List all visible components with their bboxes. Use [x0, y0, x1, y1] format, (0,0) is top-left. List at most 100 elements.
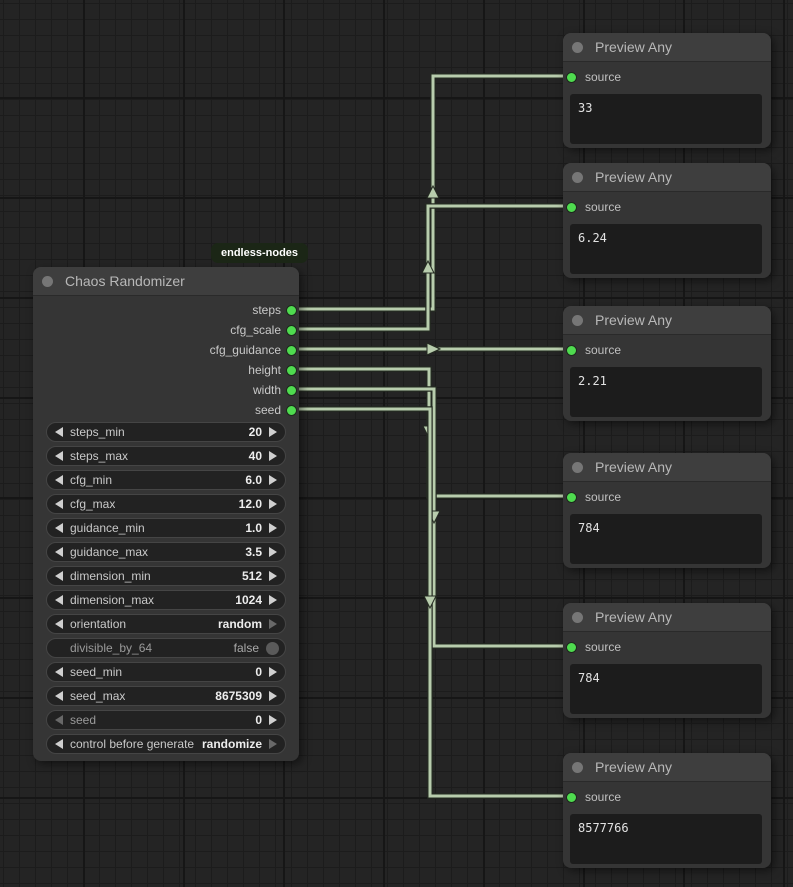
input-port-icon[interactable] — [566, 201, 577, 213]
widget-dimension-max[interactable]: dimension_max 1024 — [46, 590, 286, 610]
preview-value: 784 — [578, 671, 600, 685]
decrement-arrow-icon[interactable] — [55, 595, 63, 605]
input-port-icon[interactable] — [566, 344, 577, 356]
node-title-bar[interactable]: Preview Any — [563, 33, 771, 62]
node-title-bar[interactable]: Preview Any — [563, 603, 771, 632]
next-option-arrow-icon[interactable] — [269, 619, 277, 629]
node-title-bar[interactable]: Preview Any — [563, 163, 771, 192]
preview-any-node-2[interactable]: Preview Any source 6.24 — [563, 163, 771, 278]
preview-value-box[interactable]: 8577766 — [570, 814, 762, 864]
output-port-icon[interactable] — [286, 404, 297, 416]
node-title-bar[interactable]: Preview Any — [563, 753, 771, 782]
widget-dimension-min[interactable]: dimension_min 512 — [46, 566, 286, 586]
collapse-dot-icon[interactable] — [42, 275, 53, 287]
collapse-dot-icon[interactable] — [572, 41, 583, 53]
preview-value-box[interactable]: 784 — [570, 514, 762, 564]
increment-arrow-icon[interactable] — [269, 427, 277, 437]
widget-list: steps_min 20 steps_max 40 cfg_min 6.0 cf… — [33, 422, 299, 754]
input-port-icon[interactable] — [566, 71, 577, 83]
output-port-icon[interactable] — [286, 324, 297, 336]
collapse-dot-icon[interactable] — [572, 461, 583, 473]
widget-guidance-min[interactable]: guidance_min 1.0 — [46, 518, 286, 538]
decrement-arrow-icon[interactable] — [55, 475, 63, 485]
output-port-icon[interactable] — [286, 344, 297, 356]
preview-any-node-3[interactable]: Preview Any source 2.21 — [563, 306, 771, 421]
collapse-dot-icon[interactable] — [572, 761, 583, 773]
output-slot-cfg-scale: cfg_scale — [33, 320, 299, 340]
widget-cfg-min[interactable]: cfg_min 6.0 — [46, 470, 286, 490]
widget-guidance-max[interactable]: guidance_max 3.5 — [46, 542, 286, 562]
decrement-arrow-icon[interactable] — [55, 715, 63, 725]
decrement-arrow-icon[interactable] — [55, 499, 63, 509]
widget-cfg-max[interactable]: cfg_max 12.0 — [46, 494, 286, 514]
input-slot-source: source — [563, 67, 771, 87]
increment-arrow-icon[interactable] — [269, 571, 277, 581]
prev-option-arrow-icon[interactable] — [55, 739, 63, 749]
chaos-randomizer-node[interactable]: Chaos Randomizer steps cfg_scale cfg_gui… — [33, 267, 299, 761]
collapse-dot-icon[interactable] — [572, 611, 583, 623]
node-title: Preview Any — [595, 169, 673, 185]
increment-arrow-icon[interactable] — [269, 667, 277, 677]
output-slot-seed: seed — [33, 400, 299, 420]
decrement-arrow-icon[interactable] — [55, 547, 63, 557]
widget-orientation[interactable]: orientation random — [46, 614, 286, 634]
increment-arrow-icon[interactable] — [269, 451, 277, 461]
output-label: height — [248, 363, 281, 377]
widget-seed-min[interactable]: seed_min 0 — [46, 662, 286, 682]
decrement-arrow-icon[interactable] — [55, 523, 63, 533]
output-label: steps — [252, 303, 281, 317]
node-title-bar[interactable]: Preview Any — [563, 453, 771, 482]
preview-any-node-1[interactable]: Preview Any source 33 — [563, 33, 771, 148]
preview-any-node-4[interactable]: Preview Any source 784 — [563, 453, 771, 568]
input-port-icon[interactable] — [566, 491, 577, 503]
increment-arrow-icon[interactable] — [269, 715, 277, 725]
toggle-knob-icon[interactable] — [266, 641, 279, 655]
increment-arrow-icon[interactable] — [269, 691, 277, 701]
widget-steps-min[interactable]: steps_min 20 — [46, 422, 286, 442]
decrement-arrow-icon[interactable] — [55, 451, 63, 461]
decrement-arrow-icon[interactable] — [55, 667, 63, 677]
collapse-dot-icon[interactable] — [572, 171, 583, 183]
widget-value: randomize — [201, 737, 262, 751]
preview-value-box[interactable]: 6.24 — [570, 224, 762, 274]
preview-any-node-6[interactable]: Preview Any source 8577766 — [563, 753, 771, 868]
increment-arrow-icon[interactable] — [269, 499, 277, 509]
widget-label: seed — [70, 713, 97, 727]
preview-value-box[interactable]: 2.21 — [570, 367, 762, 417]
decrement-arrow-icon[interactable] — [55, 571, 63, 581]
widget-value: 8675309 — [215, 689, 262, 703]
widget-value: 1024 — [235, 593, 262, 607]
widget-value: 0 — [255, 665, 262, 679]
input-slot-source: source — [563, 637, 771, 657]
input-slot-source: source — [563, 787, 771, 807]
node-origin-badge: endless-nodes — [211, 243, 309, 263]
link-arrow-up-icon — [421, 259, 435, 274]
increment-arrow-icon[interactable] — [269, 475, 277, 485]
widget-label: guidance_max — [70, 545, 149, 559]
input-slot-source: source — [563, 197, 771, 217]
node-title-bar[interactable]: Chaos Randomizer — [33, 267, 299, 296]
next-option-arrow-icon[interactable] — [269, 739, 277, 749]
preview-value-box[interactable]: 33 — [570, 94, 762, 144]
increment-arrow-icon[interactable] — [269, 523, 277, 533]
node-title-bar[interactable]: Preview Any — [563, 306, 771, 335]
widget-seed-max[interactable]: seed_max 8675309 — [46, 686, 286, 706]
decrement-arrow-icon[interactable] — [55, 427, 63, 437]
output-port-icon[interactable] — [286, 384, 297, 396]
link-steps — [292, 73, 571, 312]
collapse-dot-icon[interactable] — [572, 314, 583, 326]
widget-divisible-by-64[interactable]: divisible_by_64 false — [46, 638, 286, 658]
input-port-icon[interactable] — [566, 641, 577, 653]
output-port-icon[interactable] — [286, 364, 297, 376]
increment-arrow-icon[interactable] — [269, 547, 277, 557]
input-port-icon[interactable] — [566, 791, 577, 803]
preview-any-node-5[interactable]: Preview Any source 784 — [563, 603, 771, 718]
preview-value-box[interactable]: 784 — [570, 664, 762, 714]
increment-arrow-icon[interactable] — [269, 595, 277, 605]
widget-seed[interactable]: seed 0 — [46, 710, 286, 730]
widget-control-before-generate[interactable]: control before generate randomize — [46, 734, 286, 754]
decrement-arrow-icon[interactable] — [55, 691, 63, 701]
output-port-icon[interactable] — [286, 304, 297, 316]
prev-option-arrow-icon[interactable] — [55, 619, 63, 629]
widget-steps-max[interactable]: steps_max 40 — [46, 446, 286, 466]
